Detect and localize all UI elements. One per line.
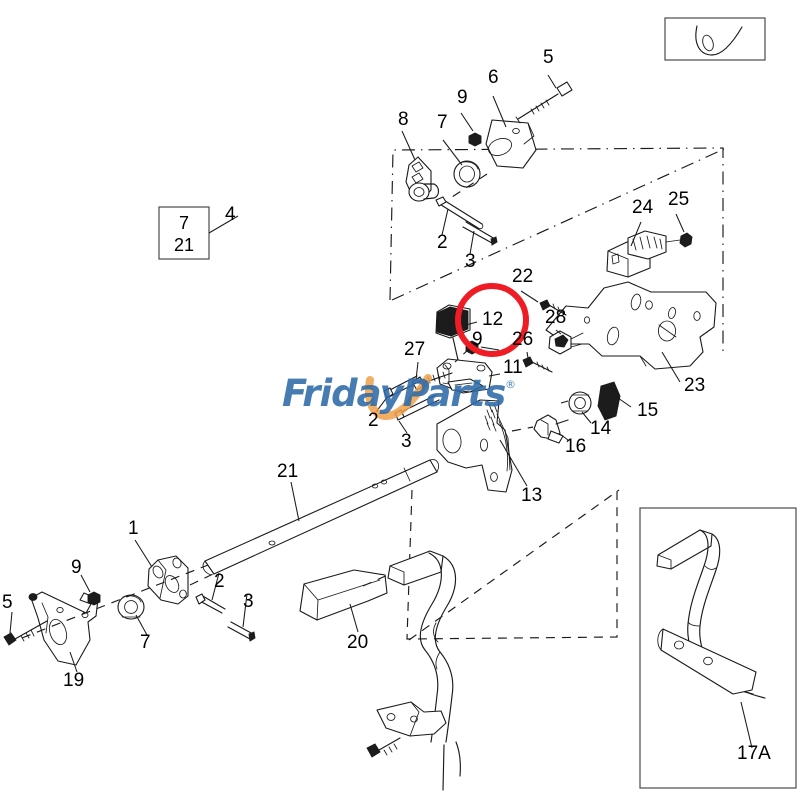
highlight-circle-12 [455, 283, 529, 357]
kit-box-line-1: 7 [178, 213, 189, 233]
callout-11: 11 [503, 357, 523, 378]
callout-9-mid: 9 [472, 329, 483, 350]
callout-2-bottom: 2 [214, 571, 225, 592]
callout-3-bottom: 3 [243, 591, 254, 612]
callout-3-mid: 3 [401, 431, 412, 452]
callout-28: 28 [545, 307, 567, 328]
callout-7-top: 7 [437, 112, 448, 133]
callout-5-top: 5 [543, 47, 554, 68]
callout-4: 4 [225, 204, 236, 225]
part-group-bracket-plate [465, 213, 717, 383]
callout-25: 25 [668, 189, 690, 210]
callout-22: 22 [512, 266, 534, 287]
callout-1: 1 [128, 518, 139, 539]
bolt-26 [522, 356, 553, 373]
bolt-5-bottom [3, 620, 48, 646]
part-group-small-right [511, 381, 632, 444]
callout-19: 19 [63, 670, 85, 691]
callout-16: 16 [565, 436, 587, 457]
bolt-5-top [515, 81, 573, 124]
callout-20: 20 [347, 632, 369, 653]
callout-6: 6 [488, 67, 499, 88]
detail-box-top-right [664, 17, 766, 61]
callout-9-bottom: 9 [71, 557, 82, 578]
bolt-pedal-bottom [366, 737, 401, 758]
assembly-boundary-upper [389, 147, 725, 352]
callout-26: 26 [512, 329, 534, 350]
callout-21-shaft: 21 [277, 461, 299, 482]
callout-12: 12 [482, 309, 504, 330]
callout-2-top: 2 [437, 232, 448, 253]
callout-24: 24 [632, 197, 654, 218]
part-group-bottom-left [3, 539, 256, 673]
kit-box-line-2: 21 [173, 235, 195, 255]
part-21-shaft [202, 459, 440, 576]
callout-8: 8 [398, 109, 409, 130]
callout-13: 13 [521, 485, 543, 506]
part-group-top [401, 74, 573, 255]
callout-5-bottom: 5 [2, 592, 13, 613]
bolt-22 [539, 299, 567, 316]
callout-17a: 17A [737, 743, 771, 764]
callout-2-mid: 2 [368, 410, 379, 431]
callout-27: 27 [404, 339, 426, 360]
callout-15: 15 [637, 400, 659, 421]
assembly-boundary-lower [406, 489, 620, 641]
part-group-pedal [299, 550, 461, 791]
kit-box-frame [158, 206, 239, 260]
callout-14: 14 [590, 418, 612, 439]
callout-9-top: 9 [457, 87, 468, 108]
callout-3-top: 3 [465, 251, 476, 272]
detail-box-bottom-right [639, 507, 797, 789]
callout-7-bottom: 7 [140, 632, 151, 653]
callout-23: 23 [684, 375, 706, 396]
